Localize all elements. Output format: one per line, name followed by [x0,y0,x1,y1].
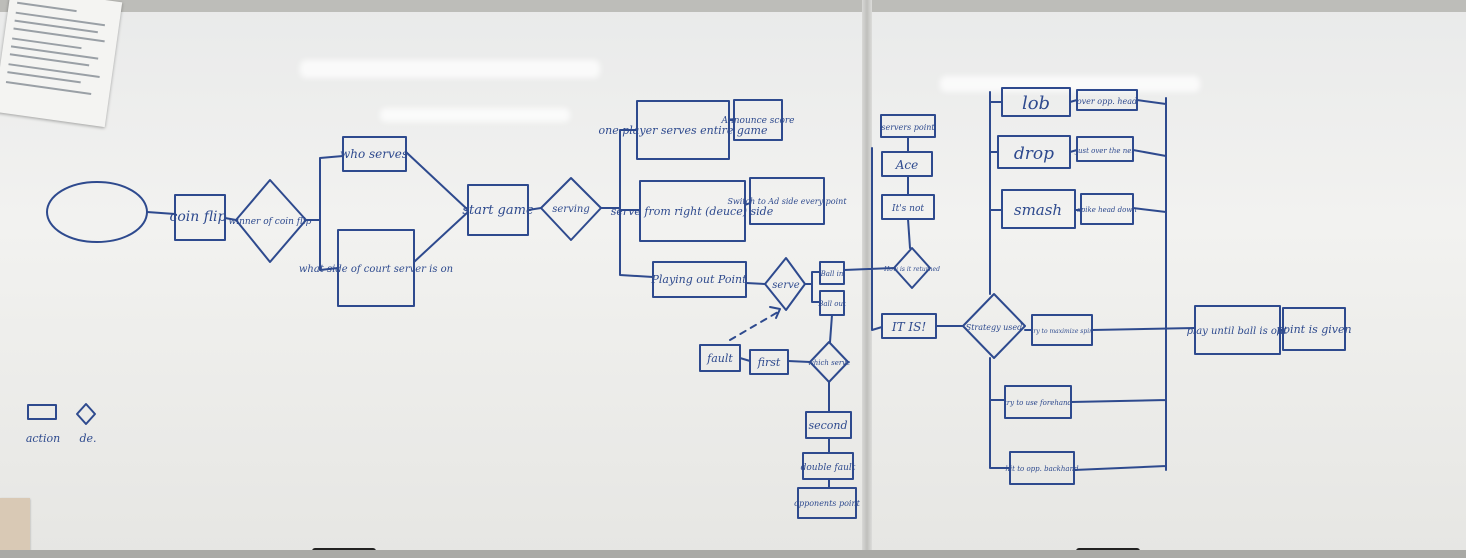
ace-label: Ace [895,158,919,172]
connector [843,147,895,331]
whiteboard-top-frame [0,0,1466,12]
lob-label: lob [1022,93,1050,114]
connector [1070,97,1167,471]
who-serves-label: who serves [340,147,408,161]
hit-to-backhand-label: hit to opp. backhand [1005,465,1079,473]
who-serves-box [342,136,407,172]
light-glare [380,108,570,122]
how-returned-label: How is it returned [883,266,940,273]
connector [989,91,1003,295]
connector [745,271,821,303]
fault-label: fault [706,352,733,365]
point-given-label: point is given [1276,323,1351,336]
second-label: second [808,419,847,432]
ball-in-label: Ball in [820,270,844,278]
what-side-label: what side of court server is on [299,264,453,275]
legend-decision-diamond [76,403,96,425]
light-glare [300,60,600,78]
legend-action-box [27,404,57,420]
its-not-label: It's not [891,204,924,214]
coin-flip-label: coin flip [170,209,227,225]
serve-label: serve [772,280,799,291]
playing-out-point-label: Playing out Point [650,273,747,286]
whiteboard-panel-seam [862,0,872,558]
servers-point-label: servers point [881,123,935,132]
serve-from-right-label: serve from right (deuce) side [611,205,774,218]
strategy-decision-diamond [962,293,1026,359]
legend-action-label: action [26,432,60,445]
drop-label: drop [1014,144,1054,164]
arrow-head [769,306,781,319]
which-serve-label: which serve [808,359,851,367]
connector [1069,99,1082,211]
connector [728,119,751,206]
start-game-label: start game [462,203,534,218]
playing-out-point-box [652,261,747,298]
connector [907,136,911,249]
use-forehand-label: try to use forehand [1004,399,1073,407]
winner-label: winner of coin flip [229,217,312,227]
it-is-label: IT IS! [891,320,927,334]
dashed-arrow [729,311,779,341]
connector [1091,327,1284,331]
connector [305,155,344,271]
switch-to-ad-label: Switch to Ad side every point [727,197,847,206]
legend-decision-label: de. [79,432,96,445]
start-terminal-oval [46,181,148,243]
maximize-spin-label: try to maximize spin [1031,328,1093,335]
smash-label: smash [1014,201,1062,219]
connector [600,129,654,278]
switch-to-ad-box [749,177,825,225]
connector [224,217,237,221]
whiteboard-bottom-frame [0,550,1466,558]
connector [739,314,833,489]
connector [146,211,176,215]
strategy-used-label: Strategy used [966,323,1023,332]
over-opp-head-label: over opp. head [1077,97,1137,106]
serve-decision-diamond [764,257,806,311]
first-label: first [757,356,781,369]
spike-head-down-label: spike head down [1077,206,1137,214]
just-over-net-label: just over the net [1074,147,1135,155]
one-player-label: one player serves entire game [599,124,768,137]
double-fault-label: double fault [801,463,856,473]
opponents-point-box [797,487,857,519]
connector [527,207,542,211]
play-until-out-label: play until ball is out [1187,326,1289,337]
connector [989,329,1033,469]
announce-score-label: Announce score [720,116,794,126]
winner-decision-diamond [235,179,307,263]
how-returned-diamond [893,247,931,289]
opponents-point-label: opponents point [794,499,860,508]
ball-out-label: Ball out [817,300,846,308]
serving-decision-diamond [540,177,602,241]
serving-label: serving [552,204,590,215]
photo-magnet [0,498,30,554]
connector [405,151,469,263]
